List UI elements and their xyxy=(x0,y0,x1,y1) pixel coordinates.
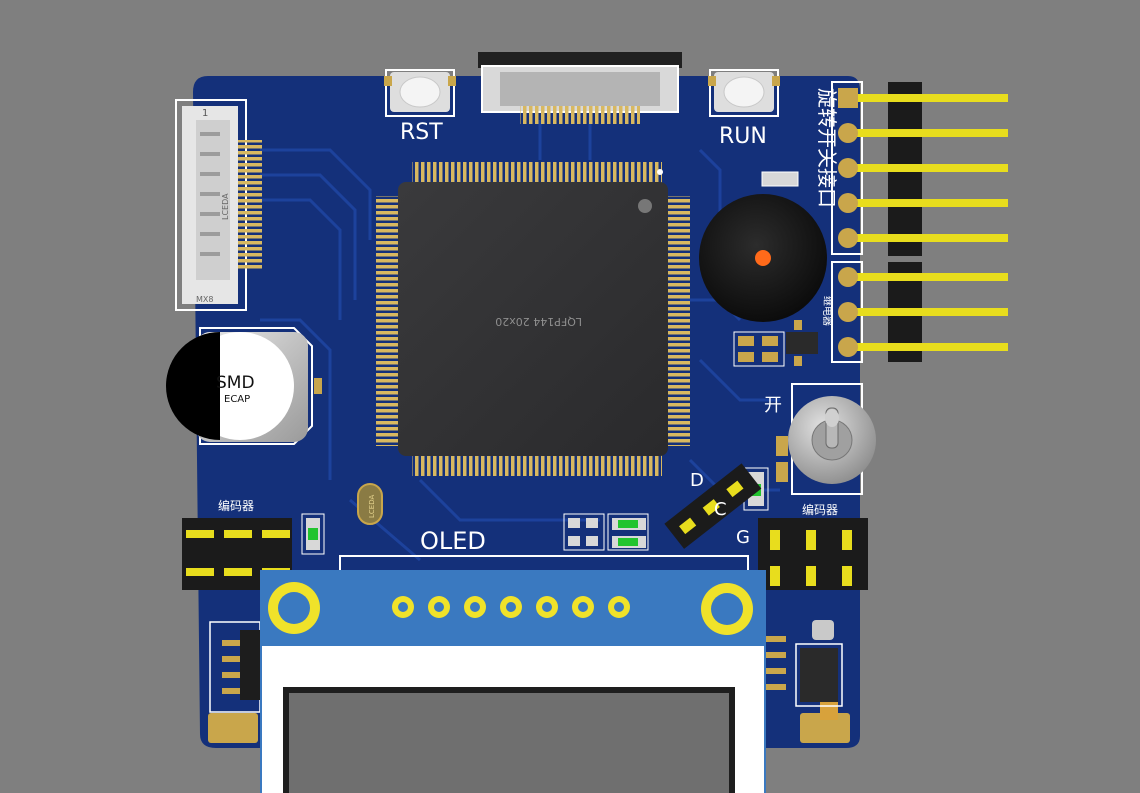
encoder-left-label: 编码器 xyxy=(218,498,254,513)
relay-label: 继电器 xyxy=(821,296,834,326)
buzzer xyxy=(699,194,827,322)
run-button[interactable] xyxy=(708,69,780,117)
chip-marking: LQFP144 20x20 xyxy=(495,315,582,328)
connector-model: MX8 xyxy=(196,295,213,304)
toggle-switch[interactable] xyxy=(788,383,876,495)
connector-pin1-mark: 1 xyxy=(202,108,208,119)
connector-brand: LCEDA xyxy=(221,193,230,220)
rotary-interface-label: 旋转开关接口 xyxy=(815,88,839,208)
right-pin-header xyxy=(831,81,1008,363)
fpc-connector xyxy=(478,52,682,124)
oled-mount-hole-right xyxy=(701,583,753,635)
switch-on-label: 开 xyxy=(764,395,782,416)
oled-module xyxy=(260,570,766,793)
rst-label: RST xyxy=(400,120,443,145)
rst-button[interactable] xyxy=(384,69,456,117)
dcg-label-d: D xyxy=(690,470,704,491)
smd-capacitor xyxy=(166,327,322,445)
cap-label-1: SMD xyxy=(216,373,255,393)
encoder-right-label: 编码器 xyxy=(802,502,838,517)
bottom-right-chip xyxy=(766,620,843,707)
encoder-right-header xyxy=(758,518,868,590)
run-label: RUN xyxy=(719,124,767,149)
dcg-header xyxy=(664,463,762,549)
dcg-label-c: C xyxy=(714,499,727,520)
oled-label: OLED xyxy=(420,527,486,555)
cap-label-2: ECAP xyxy=(224,394,250,405)
side-connector xyxy=(175,99,262,311)
crystal-brand: LCEDA xyxy=(368,495,376,518)
oled-pin-pads xyxy=(392,596,630,618)
dcg-label-g: G xyxy=(736,527,750,548)
mcu-chip xyxy=(376,162,690,476)
oled-mount-hole-left xyxy=(268,582,320,634)
crystal xyxy=(357,483,383,525)
